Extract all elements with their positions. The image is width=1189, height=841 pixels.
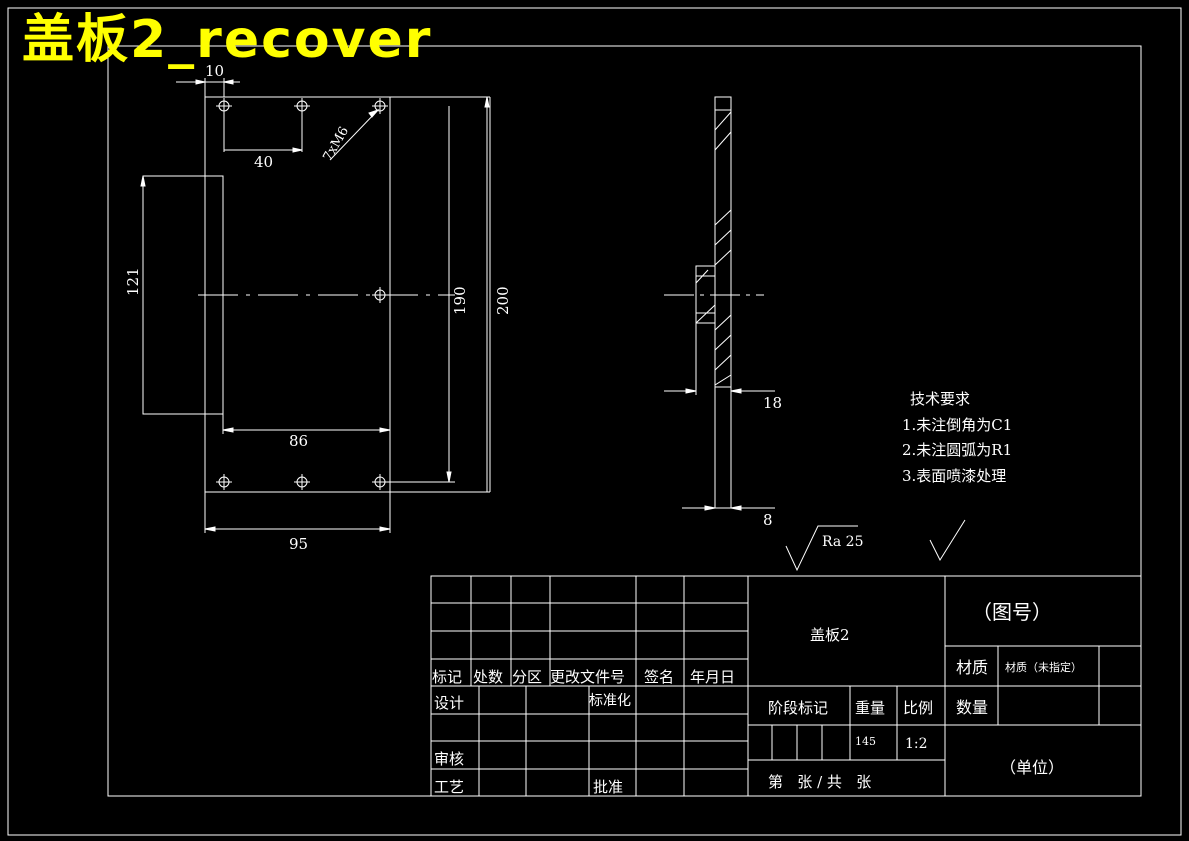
dim-200: 200 xyxy=(494,286,512,315)
weight-value: 145 xyxy=(855,735,876,748)
title-block-grid xyxy=(430,575,1142,797)
dim-40: 40 xyxy=(254,153,273,171)
dim-121: 121 xyxy=(124,267,142,296)
tech-req-heading: 技术要求 xyxy=(910,390,970,408)
label-process: 工艺 xyxy=(434,778,464,796)
label-standardize: 标准化 xyxy=(589,693,631,709)
scale-label: 比例 xyxy=(903,699,933,717)
outer-border xyxy=(7,7,1182,836)
label-review: 审核 xyxy=(434,750,464,768)
hole-marks xyxy=(216,98,388,490)
part-name: 盖板2 xyxy=(810,626,850,644)
overlay-title: 盖板2_recover xyxy=(22,10,433,70)
header-signature: 签名 xyxy=(644,668,674,686)
header-mark: 标记 xyxy=(432,668,462,686)
dim-10: 10 xyxy=(205,62,224,80)
weight-label: 重量 xyxy=(855,699,885,717)
side-view xyxy=(664,96,775,511)
dim-8: 8 xyxy=(763,511,773,529)
sheet-info: 第 张 / 共 张 xyxy=(768,773,871,791)
label-approve: 批准 xyxy=(593,778,623,796)
label-design: 设计 xyxy=(434,694,464,712)
tech-req-item: 1.未注倒角为C1 xyxy=(902,416,1012,434)
header-count: 处数 xyxy=(473,668,503,686)
quantity-label: 数量 xyxy=(956,698,988,717)
front-view xyxy=(140,78,491,533)
header-zone: 分区 xyxy=(512,668,542,686)
dim-86: 86 xyxy=(289,432,308,450)
drawing-number: （图号） xyxy=(972,600,1052,624)
material-label: 材质 xyxy=(956,658,988,677)
tech-req-item: 2.未注圆弧为R1 xyxy=(902,441,1012,459)
roughness-symbols xyxy=(785,519,966,572)
dim-18: 18 xyxy=(763,394,782,412)
header-change-doc: 更改文件号 xyxy=(550,668,625,686)
stage-mark-label: 阶段标记 xyxy=(768,699,828,717)
unit-label: （单位） xyxy=(1000,758,1064,777)
thread-callout: 7xM6 xyxy=(320,124,352,164)
roughness-value: Ra 25 xyxy=(822,534,863,550)
header-date: 年月日 xyxy=(690,668,735,686)
scale-value: 1:2 xyxy=(905,736,928,752)
dim-190: 190 xyxy=(451,286,469,315)
material-value: 材质（未指定） xyxy=(1005,660,1082,674)
dim-95: 95 xyxy=(289,535,308,553)
tech-req-item: 3.表面喷漆处理 xyxy=(902,467,1006,485)
